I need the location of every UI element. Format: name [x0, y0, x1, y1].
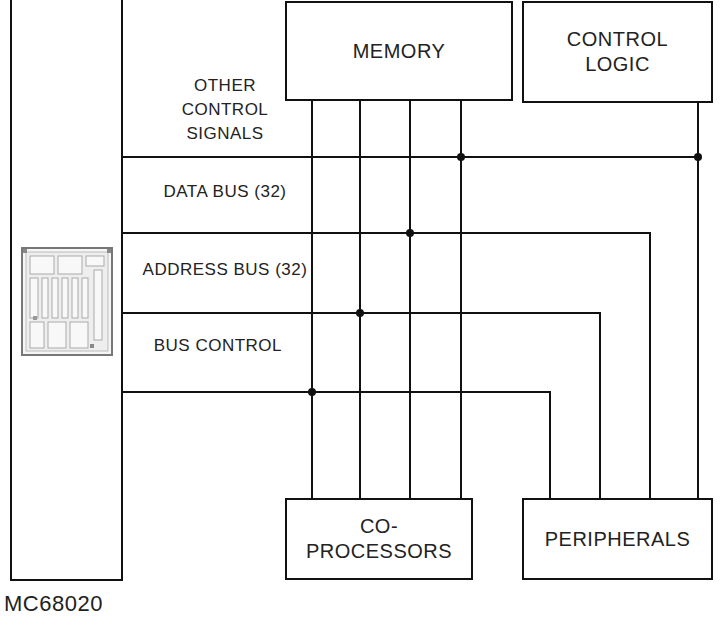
- box-label: PERIPHERALS: [545, 527, 691, 552]
- chip-name: MC68020: [4, 591, 103, 616]
- bus-line: [122, 100, 312, 392]
- bus-line: [122, 313, 360, 499]
- junction-dot: [457, 153, 465, 161]
- junction-dot: [308, 388, 316, 396]
- connectors: [122, 100, 698, 499]
- bus-label: OTHER CONTROL SIGNALS: [150, 74, 300, 146]
- processor-box: MC68020: [10, 0, 123, 581]
- control-logic-box: CONTROL LOGIC: [522, 1, 713, 103]
- box-label: CO- PROCESSORS: [304, 514, 454, 564]
- bus-label: BUS CONTROL: [150, 334, 282, 358]
- memory-box: MEMORY: [285, 1, 513, 101]
- bus-label: ADDRESS BUS (32): [135, 258, 315, 282]
- junction-dots: [308, 153, 702, 396]
- bus-line: [122, 313, 600, 499]
- box-label: MEMORY: [353, 39, 446, 64]
- junction-dot: [356, 309, 364, 317]
- bus-line: [122, 392, 312, 499]
- peripherals-box: PERIPHERALS: [522, 498, 713, 580]
- box-label: CONTROL LOGIC: [558, 27, 678, 77]
- chip-picture: [22, 248, 112, 355]
- bus-line: [122, 100, 410, 233]
- junction-dot: [694, 153, 702, 161]
- coprocessor-box: CO- PROCESSORS: [285, 498, 473, 580]
- bus-line: [122, 233, 650, 499]
- junction-dot: [406, 229, 414, 237]
- bus-label: DATA BUS (32): [150, 180, 300, 204]
- bus-line: [122, 392, 550, 499]
- bus-line: [122, 233, 410, 499]
